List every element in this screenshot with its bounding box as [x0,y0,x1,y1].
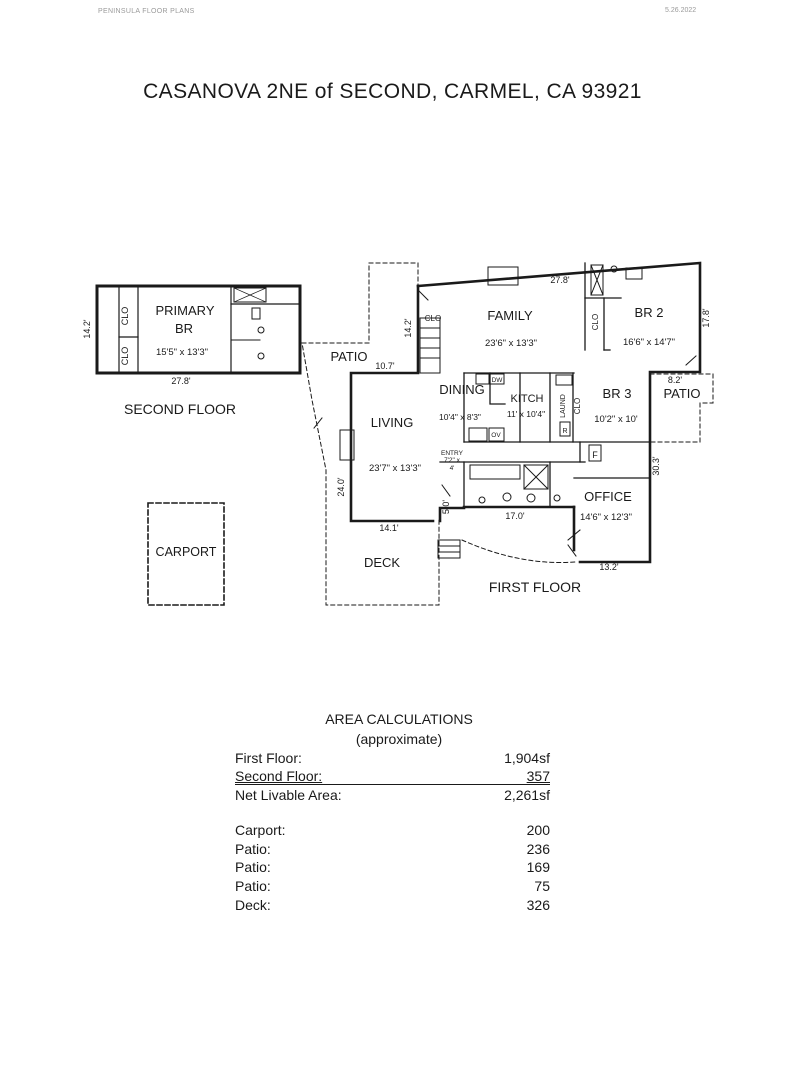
room-label-entry: ENTRY [441,450,464,457]
dim-patio-width: 10.7' [375,361,395,371]
first-floor-caption: FIRST FLOOR [489,579,581,595]
room-dims-living: 23'7" x 13'3" [369,463,421,474]
room-dims-br2: 16'6" x 14'7" [623,337,675,348]
room-label-br3: BR 3 [603,386,632,401]
deck-label: DECK [364,555,400,570]
patio-label-west: PATIO [330,349,367,364]
refrigerator-label: R [562,428,567,435]
first-floor-fixtures [313,264,697,559]
room-label-family: FAMILY [487,308,533,323]
dim-living-height: 24.0' [336,477,346,497]
laundry-label: LAUND [560,394,567,418]
dim-bath-width: 17.0' [505,511,525,521]
first-floor-walls [349,261,702,564]
room-label-primary-br-2: BR [175,321,193,336]
clo-label-br3: CLO [573,398,582,414]
room-label-primary-br: PRIMARY [156,303,215,318]
furnace-label: F [592,450,598,460]
room-dims-entry-1: 7'2" x [444,457,461,464]
dim-office-width: 13.2' [599,562,619,572]
patio-label-east: PATIO [663,386,700,401]
page-title: CASANOVA 2NE of SECOND, CARMEL, CA 93921 [143,80,642,103]
carport-outline [147,502,225,606]
first-floor-interior-walls [439,262,651,508]
dim-entry-depth: 5.0' [441,500,451,515]
clo-label-lower: CLO [120,347,130,366]
room-dims-kitch: 11' x 10'4" [507,409,545,419]
room-label-br2: BR 2 [635,305,664,320]
oven-label: OV [491,432,501,439]
room-dims-primary-br: 15'5" x 13'3" [156,347,208,358]
room-dims-family: 23'6" x 13'3" [485,338,537,349]
dim-east-patio: 8.2' [668,375,683,385]
clo-label-br2: CLO [591,314,600,330]
second-floor-plan [95,284,302,375]
dim-second-floor-width: 27.8' [171,376,191,386]
dim-living-width: 14.1' [379,523,399,533]
carport-label: CARPORT [156,545,217,559]
dim-east-wall: 30.3' [651,456,661,476]
clo-label-upper: CLO [120,307,130,326]
dim-br2-height: 17.8' [701,308,711,328]
room-dims-office: 14'6" x 12'3" [580,512,632,523]
room-label-dining: DINING [439,382,485,397]
room-dims-br3: 10'2" x 10' [594,414,638,425]
brand-header: PENINSULA FLOOR PLANS [98,8,195,15]
dim-stair-height: 14.2' [403,318,413,338]
room-label-kitch: KITCH [511,393,544,405]
first-floor-outdoor-areas [301,262,714,606]
room-label-living: LIVING [371,415,414,430]
room-dims-dining: 10'4" x 8'3" [439,412,481,422]
room-dims-entry-2: 4' [450,465,455,472]
room-label-office: OFFICE [584,489,632,504]
date-header: 5.26.2022 [665,7,697,14]
dim-second-floor-height: 14.2' [82,319,92,339]
clo-label-stair: CLO [425,314,441,323]
dim-family-width: 27.8' [550,275,570,285]
second-floor-caption: SECOND FLOOR [124,401,236,417]
dishwasher-label: DW [492,377,504,384]
